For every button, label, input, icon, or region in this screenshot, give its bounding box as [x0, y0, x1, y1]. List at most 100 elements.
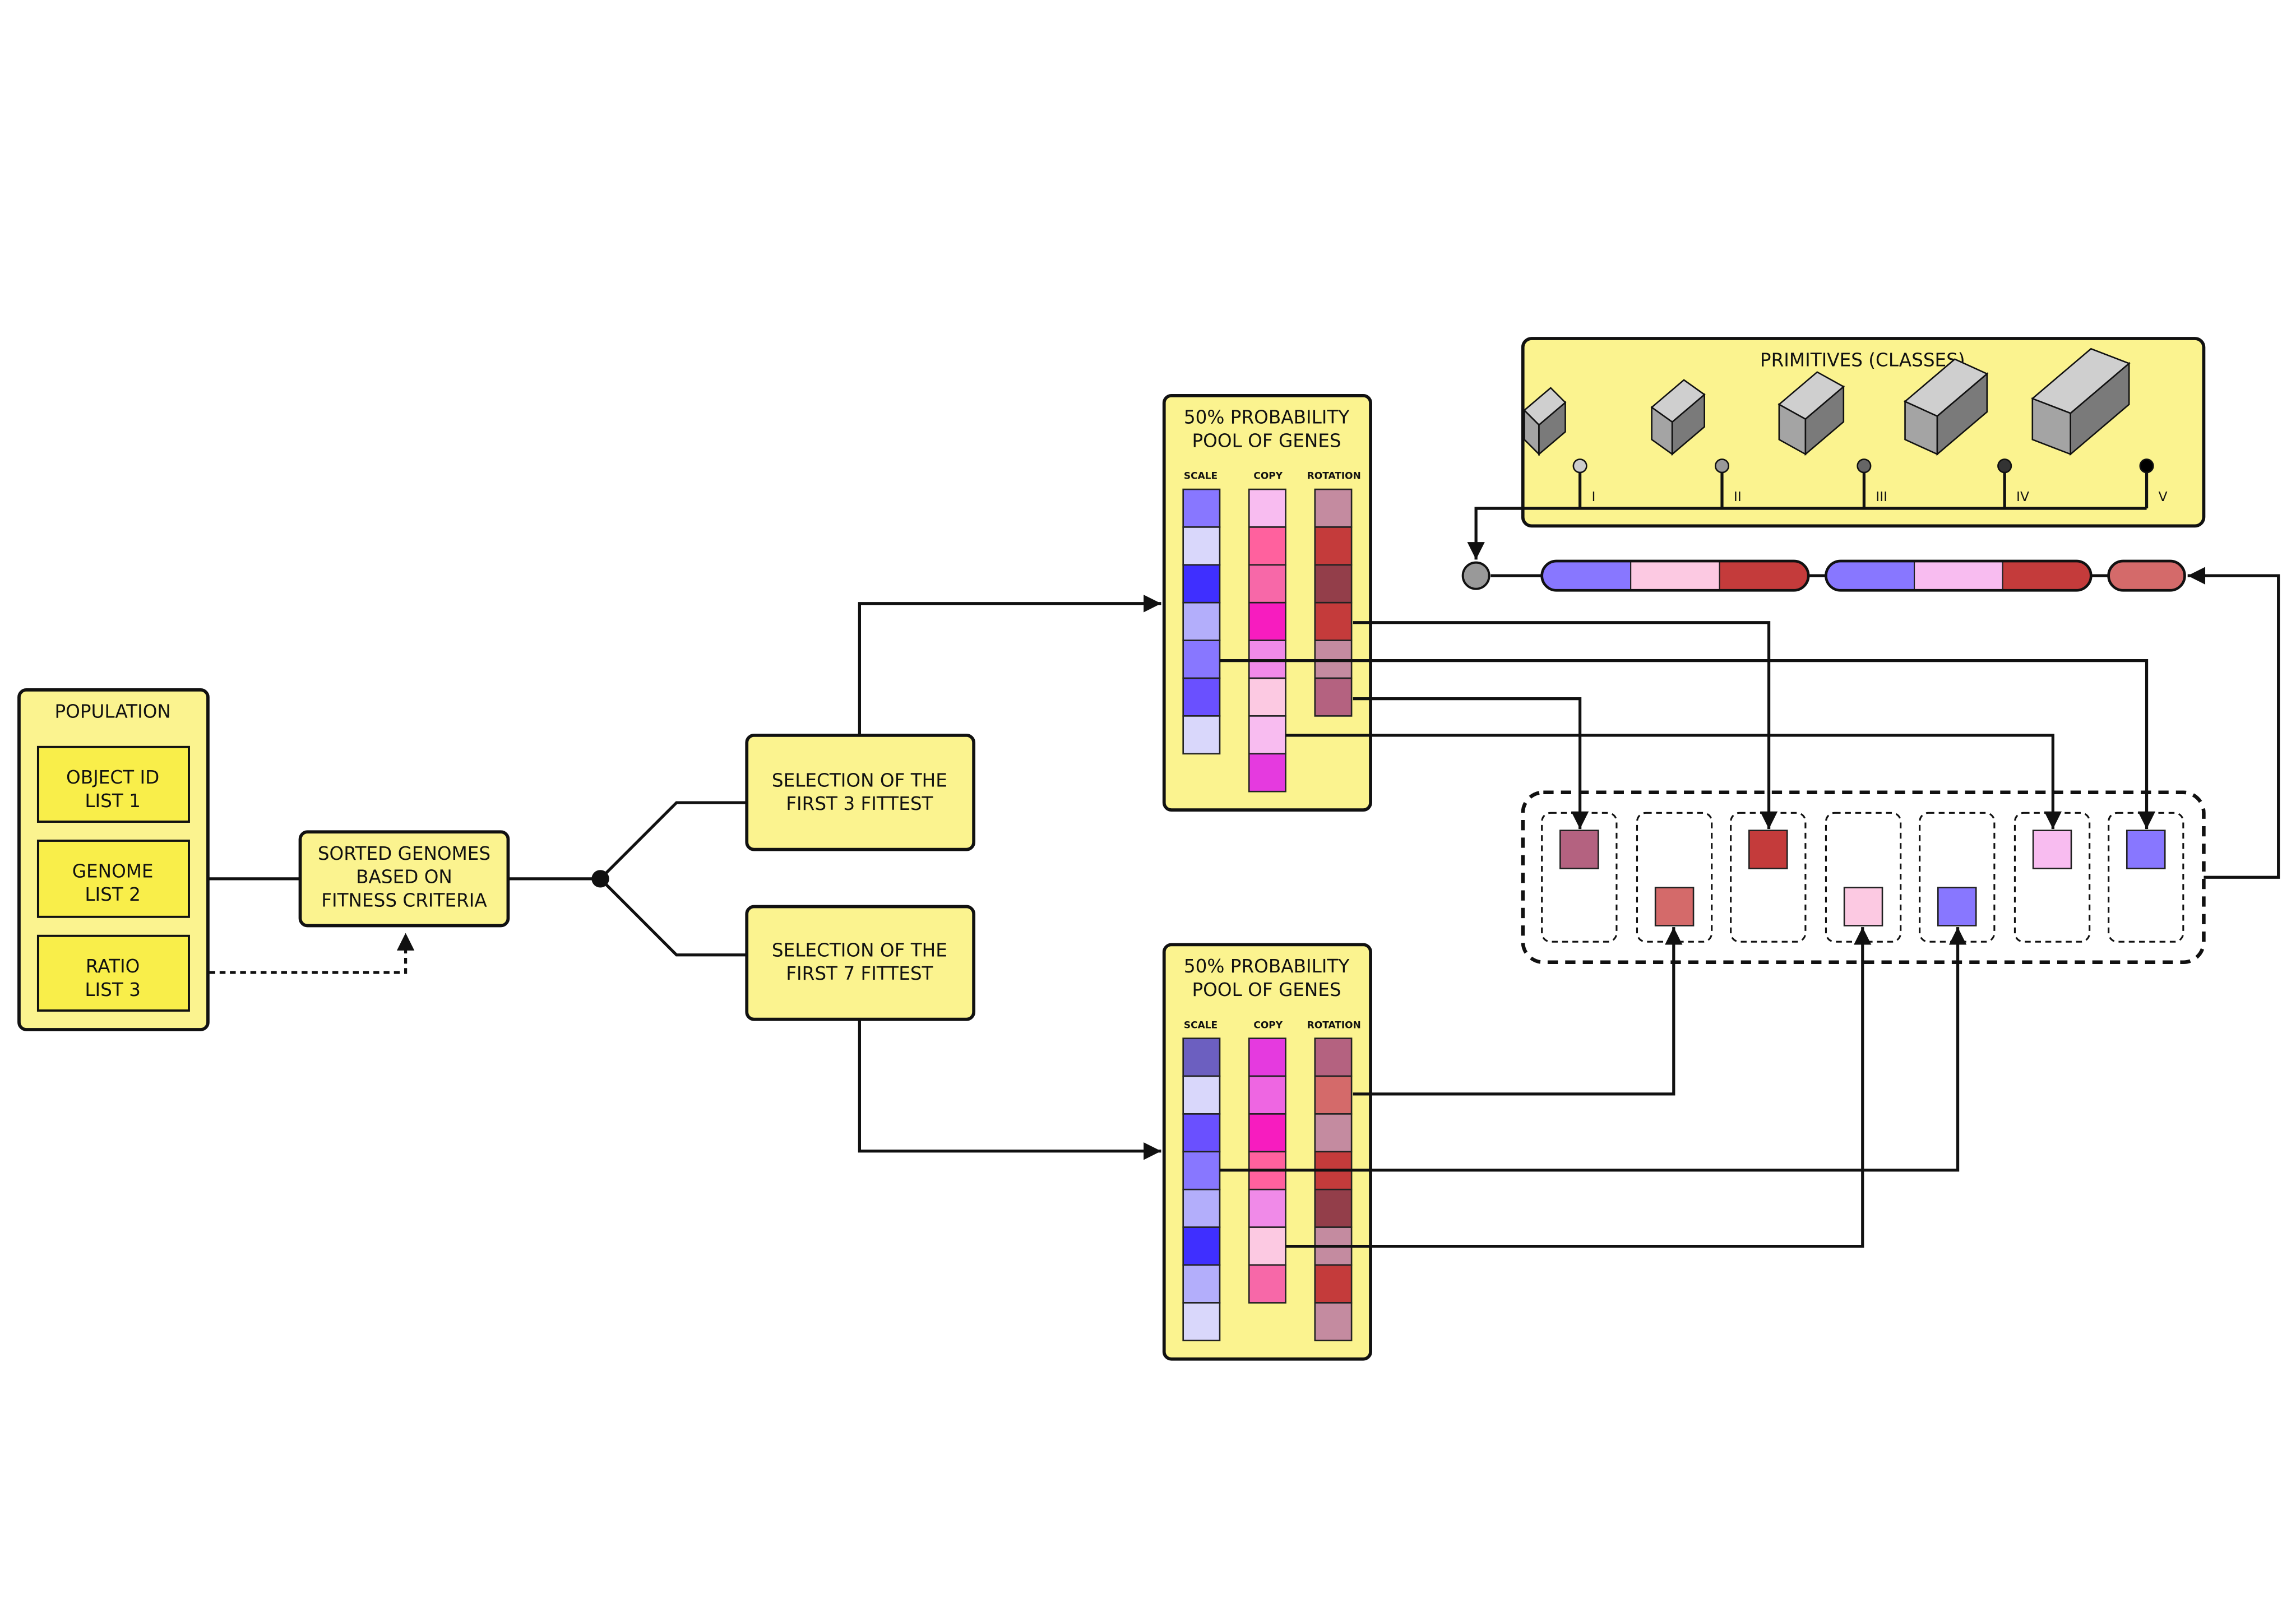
- population-title: POPULATION: [54, 701, 170, 722]
- offspring-gene: [1748, 830, 1788, 869]
- gene-cell-copy: [1248, 1226, 1286, 1266]
- gene-link: [1353, 621, 1778, 830]
- gene-cell-rotation: [1314, 526, 1353, 566]
- gene-cell-scale: [1182, 1264, 1221, 1304]
- offspring-gene: [1654, 887, 1695, 926]
- gene-cell-rotation: [1314, 1264, 1353, 1304]
- class-knob: [2139, 458, 2154, 474]
- gene-link: [1353, 927, 1683, 1096]
- gene-cell-scale: [1182, 1037, 1221, 1077]
- gene-cell-rotation: [1314, 488, 1353, 528]
- gene-cell-scale: [1182, 1188, 1221, 1228]
- chromosome-gene: [2108, 561, 2185, 591]
- chromosome-gene: [1826, 561, 1915, 591]
- gene-link: [1220, 927, 1967, 1172]
- gene-cell-copy: [1248, 677, 1286, 717]
- gene-cell-copy: [1248, 526, 1286, 566]
- offspring-gene: [1937, 887, 1977, 926]
- class-label: IV: [2016, 489, 2029, 504]
- offspring-group: [1521, 790, 2206, 965]
- connector-selection-1-to-pool-1: [858, 595, 1161, 735]
- column-label-scale: SCALE: [1184, 471, 1218, 482]
- gene-cell-scale: [1182, 715, 1221, 755]
- chromosome-gene-block: [2108, 561, 2185, 591]
- gene-cell-scale: [1182, 1113, 1221, 1153]
- gene-cell-scale: [1182, 526, 1221, 566]
- gene-link: [1353, 697, 1589, 830]
- class-label: II: [1734, 489, 1742, 504]
- svg-text:POOL OF GENES: POOL OF GENES: [1192, 979, 1341, 1000]
- svg-text:FITNESS CRITERIA: FITNESS CRITERIA: [321, 890, 487, 911]
- offspring-slot: [1541, 812, 1618, 943]
- column-label-rotation: ROTATION: [1307, 471, 1361, 482]
- gene-cell-scale: [1182, 640, 1221, 679]
- genome-list: GENOME LIST 2: [36, 840, 190, 918]
- svg-text:SORTED GENOMES: SORTED GENOMES: [318, 843, 490, 864]
- class-label: V: [2158, 489, 2167, 504]
- selection-box-1: SELECTION OF THE FIRST 3 FITTEST: [745, 734, 976, 851]
- sorted-genomes-box: SORTED GENOMES BASED ON FITNESS CRITERIA: [298, 830, 510, 928]
- connector-selection-2-to-pool-2: [858, 1019, 1161, 1160]
- primitive-class-5-cube-icon: [2031, 348, 2131, 456]
- svg-text:SELECTION OF THE: SELECTION OF THE: [772, 770, 947, 791]
- chromosome-gene-block: [1826, 561, 2091, 591]
- primitive-class-2-cube-icon: [1650, 379, 1706, 456]
- svg-text:RATIO: RATIO: [86, 956, 140, 977]
- svg-text:SELECTION OF THE: SELECTION OF THE: [772, 939, 947, 961]
- offspring-gene: [1843, 887, 1883, 926]
- svg-text:50% PROBABILITY: 50% PROBABILITY: [1184, 956, 1349, 977]
- split-node: [591, 870, 609, 888]
- connector-ratio-to-sorted: [188, 933, 415, 974]
- gene-cell-copy: [1248, 1113, 1286, 1153]
- chromosome-gene: [1542, 561, 1632, 591]
- gene-cell-rotation: [1314, 1037, 1353, 1077]
- gene-cell-scale: [1182, 677, 1221, 717]
- gene-cell-copy: [1248, 753, 1286, 793]
- gene-cell-copy: [1248, 564, 1286, 604]
- offspring-slot: [1825, 812, 1902, 943]
- class-knob: [1714, 458, 1730, 474]
- gene-cell-scale: [1182, 1151, 1221, 1190]
- svg-text:LIST 1: LIST 1: [85, 790, 141, 812]
- gene-cell-copy: [1248, 715, 1286, 755]
- gene-pool-2: 50% PROBABILITY POOL OF GENES SCALE COPY…: [1162, 943, 1372, 1361]
- class-knob: [1572, 458, 1587, 474]
- svg-text:BASED ON: BASED ON: [356, 867, 452, 888]
- class-knob: [1997, 458, 2012, 474]
- class-label: I: [1592, 489, 1596, 504]
- offspring-slot: [2013, 812, 2091, 943]
- svg-text:OBJECT ID: OBJECT ID: [66, 767, 159, 788]
- chromosome-gene: [1630, 561, 1720, 591]
- object-id-list: OBJECT ID LIST 1: [36, 745, 190, 823]
- class-knob: [1857, 458, 1872, 474]
- chromosome-gene: [2002, 561, 2091, 591]
- column-label-copy: COPY: [1253, 471, 1283, 482]
- svg-text:GENOME: GENOME: [72, 860, 154, 882]
- chromosome: [1461, 559, 2186, 592]
- gene-cell-scale: [1182, 1075, 1221, 1115]
- gene-cell-rotation: [1314, 601, 1353, 641]
- offspring-slot: [1919, 812, 1996, 943]
- gene-cell-copy: [1248, 1037, 1286, 1077]
- gene-link-overlays: [1220, 621, 1371, 1248]
- ratio-list: RATIO LIST 3: [36, 934, 190, 1012]
- gene-link: [1220, 659, 2156, 830]
- gene-cell-rotation: [1314, 1075, 1353, 1115]
- offspring-slot: [1730, 812, 1807, 943]
- chromosome-gene-block: [1542, 561, 1809, 591]
- gene-cell-rotation: [1314, 1188, 1353, 1228]
- gene-pool-1: 50% PROBABILITY POOL OF GENES SCALE COPY…: [1162, 393, 1372, 812]
- chromosome-start-node: [1461, 561, 1490, 590]
- svg-text:POOL OF GENES: POOL OF GENES: [1192, 430, 1341, 451]
- gene-cell-rotation: [1314, 564, 1353, 604]
- gene-cell-scale: [1182, 1302, 1221, 1342]
- gene-cell-scale: [1182, 488, 1221, 528]
- connector-split-to-selection-1: [599, 801, 747, 880]
- chromosome-gene: [1719, 561, 1809, 591]
- gene-link: [1285, 927, 1872, 1248]
- gene-cell-rotation: [1314, 677, 1353, 717]
- offspring-gene: [2126, 830, 2166, 869]
- connectors: [188, 507, 2280, 1248]
- gene-cell-copy: [1248, 488, 1286, 528]
